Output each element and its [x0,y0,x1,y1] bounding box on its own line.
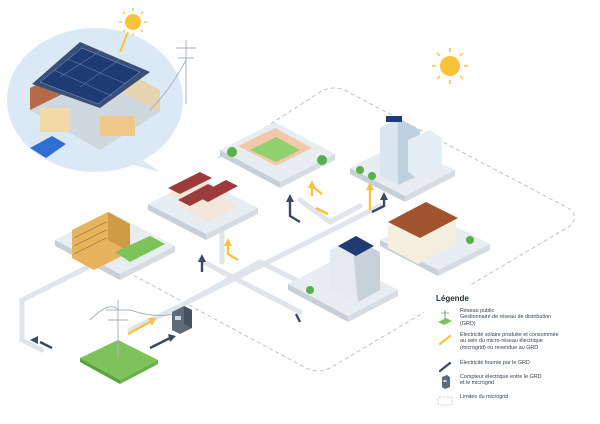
platform-apartments [55,212,175,280]
platform-office [350,116,455,202]
platform-houses [148,172,258,240]
legend-item-boundary: Limites du microgrid [436,394,586,410]
pylon-icon [436,308,454,325]
yellow-line-icon [436,332,454,348]
grid-arrowheads [30,192,388,344]
legend-item-solar-flow: Électricité solaire produite et consommé… [436,332,586,351]
boundary-icon [436,394,454,410]
microgrid-boundary [119,87,575,372]
sun-icon [432,48,468,84]
legend-title: Légende [436,294,469,303]
platform-school [220,122,335,188]
legend-item-grid-flow: Électricité fournie par le GRD [436,360,586,376]
meter-icon [172,306,192,334]
platform-manor [380,202,490,276]
legend-panel: Légende Réseau public Gestionnaire de ré… [424,286,592,416]
platform-grid [80,340,158,384]
pylon-top-icon [149,40,196,111]
conduits [19,197,383,353]
legend-item-public-grid: Réseau public Gestionnaire de réseau de … [436,308,586,327]
solar-arrowheads [148,180,374,326]
meter-legend-icon [436,374,454,390]
solar-house-bubble [7,8,183,172]
legend-item-meter: Compteur électrique entre le GRD et le m… [436,374,586,390]
platform-tower [288,236,398,322]
dark-line-icon [436,360,454,376]
sun-small-icon [119,8,147,36]
